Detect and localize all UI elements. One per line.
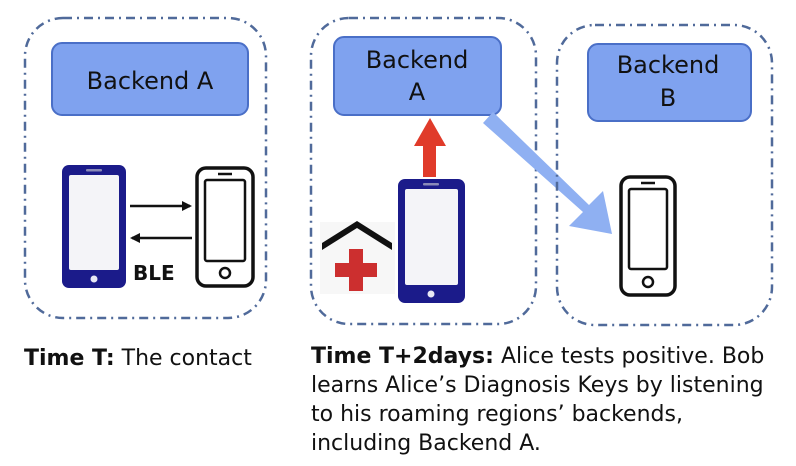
- backend-a-box-2: [333, 36, 502, 116]
- caption-time-t2days: Time T+2days: Alice tests positive. Bob …: [311, 342, 764, 458]
- backend-b-box: [587, 43, 752, 122]
- backend-a-label-2-line1: Backend: [366, 46, 469, 74]
- caption-time-t-bold: Time T:: [24, 346, 115, 371]
- smartphone-icon: [398, 179, 465, 303]
- hospital-cross-icon: [320, 221, 395, 294]
- backend-a-label-2-line2: A: [409, 78, 426, 106]
- caption-line-4: including Backend A.: [311, 431, 541, 456]
- caption-line-3: to his roaming regions’ backends,: [311, 402, 683, 427]
- caption-line-2: learns Alice’s Diagnosis Keys by listeni…: [311, 373, 764, 398]
- panel-roaming-region: Backend B: [555, 23, 774, 327]
- double-arrow-icon: [130, 201, 192, 243]
- region-border-1: [23, 16, 268, 320]
- caption-time-t: Time T: The contact: [24, 344, 252, 373]
- backend-b-label-line2: B: [660, 84, 676, 112]
- backend-a-label-1: Backend A: [87, 67, 214, 95]
- region-border-2: [309, 16, 538, 326]
- panel-time-t2days: Backend A: [309, 16, 612, 326]
- region-border-3: [555, 23, 774, 327]
- backend-b-label-line1: Backend: [617, 51, 720, 79]
- panel-time-t: Backend A BLE: [23, 16, 268, 320]
- ble-label: BLE: [133, 261, 175, 285]
- smartphone-icon: [195, 166, 255, 288]
- smartphone-icon: [62, 165, 126, 288]
- caption-time-t2-bold: Time T+2days:: [311, 344, 494, 369]
- download-arrow: [483, 112, 612, 234]
- caption-time-t2-text: Alice tests positive. Bob: [493, 344, 765, 369]
- smartphone-icon: [619, 175, 677, 297]
- upload-arrow: [414, 118, 446, 177]
- caption-time-t-text: The contact: [114, 346, 252, 371]
- caption-line-1: Time T+2days: Alice tests positive. Bob: [311, 342, 764, 371]
- backend-a-box-1: [51, 42, 249, 116]
